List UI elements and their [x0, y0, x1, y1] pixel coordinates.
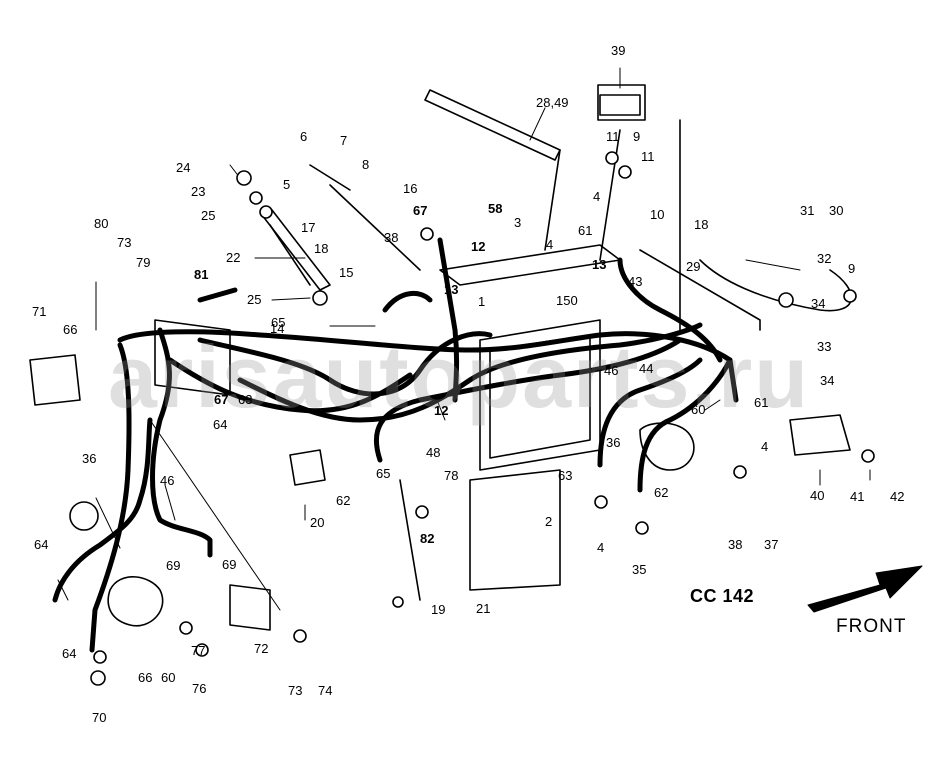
part-label: 62 [654, 485, 669, 500]
part-label: 9 [848, 261, 856, 276]
part-label: 36 [82, 451, 97, 466]
diagram-code-label: CC 142 [690, 586, 755, 606]
part-label: 16 [403, 181, 418, 196]
part-label: 38 [384, 230, 399, 245]
front-direction-label: FRONT [836, 616, 907, 637]
part-label: 4 [761, 439, 769, 454]
part-label: 67 [413, 203, 428, 218]
part-label: 65 [376, 466, 391, 481]
part-label: 12 [471, 239, 486, 254]
part-label: 64 [213, 417, 228, 432]
part-label: 23 [191, 184, 206, 199]
part-label: 25 [201, 208, 216, 223]
part-label: 43 [628, 274, 643, 289]
part-label: 30 [829, 203, 844, 218]
part-label: 11 [641, 149, 655, 164]
part-label: 61 [578, 223, 593, 238]
part-label: 73 [117, 235, 132, 250]
part-label: 81 [194, 267, 209, 282]
part-label: 62 [336, 493, 351, 508]
part-label: 17 [301, 220, 316, 235]
part-label: 6 [300, 129, 308, 144]
part-label: 78 [444, 468, 459, 483]
part-label: 41 [850, 489, 865, 504]
part-label: 40 [810, 488, 825, 503]
part-label: 12 [434, 403, 449, 418]
part-label: 15 [339, 265, 354, 280]
part-label: 13 [444, 282, 459, 297]
part-label: 5 [283, 177, 291, 192]
part-label: 34 [811, 296, 826, 311]
part-label: 77 [191, 643, 206, 658]
part-label: 29 [686, 259, 701, 274]
part-label: 36 [606, 435, 621, 450]
part-label: 10 [650, 207, 665, 222]
part-label: 25 [247, 292, 262, 307]
part-label: 35 [632, 562, 647, 577]
part-label: 24 [176, 160, 191, 175]
part-label: 46 [604, 363, 619, 378]
part-label: 8 [362, 157, 370, 172]
part-label: 19 [431, 602, 446, 617]
part-label: 13 [592, 257, 607, 272]
part-label: 21 [476, 601, 491, 616]
part-label: 72 [254, 641, 269, 656]
part-label: 44 [639, 361, 654, 376]
part-label: 79 [136, 255, 151, 270]
part-label: 69 [222, 557, 237, 572]
part-label: 18 [694, 217, 709, 232]
part-label: 7 [340, 133, 348, 148]
part-label: 2 [545, 514, 553, 529]
part-label: 76 [192, 681, 207, 696]
part-label: 31 [800, 203, 815, 218]
part-label: 60 [691, 402, 706, 417]
part-label: 69 [166, 558, 181, 573]
part-label: 20 [310, 515, 325, 530]
part-label: 58 [488, 201, 503, 216]
part-label: 3 [514, 215, 522, 230]
part-label: 64 [62, 646, 77, 661]
part-label: 33 [817, 339, 832, 354]
part-label: 65 [271, 315, 286, 330]
part-label: 48 [426, 445, 441, 460]
part-label: 9 [633, 129, 641, 144]
part-label: 37 [764, 537, 779, 552]
part-label: 32 [817, 251, 832, 266]
part-label: 80 [94, 216, 109, 231]
part-label: 34 [820, 373, 835, 388]
part-label: 82 [420, 531, 435, 546]
part-label: 4 [597, 540, 605, 555]
part-label: 11 [606, 129, 620, 144]
part-label: 18 [314, 241, 329, 256]
part-label: 61 [754, 395, 769, 410]
part-label: 1 [478, 294, 486, 309]
part-label: 4 [593, 189, 601, 204]
part-label: 150 [556, 293, 578, 308]
part-label: 74 [318, 683, 333, 698]
part-label: 67 [214, 392, 229, 407]
part-label: 28,49 [536, 95, 569, 110]
part-label: 63 [238, 392, 253, 407]
part-label: 60 [161, 670, 176, 685]
part-label: 66 [138, 670, 153, 685]
part-label: 66 [63, 322, 78, 337]
part-label: 64 [34, 537, 49, 552]
part-label: 14 [270, 321, 285, 336]
part-label: 42 [890, 489, 905, 504]
part-label: 46 [160, 473, 175, 488]
part-label: 38 [728, 537, 743, 552]
part-label: 70 [92, 710, 107, 725]
part-label: 22 [226, 250, 241, 265]
part-label: 63 [558, 468, 573, 483]
part-label: 4 [546, 237, 554, 252]
part-label: 39 [611, 43, 626, 58]
part-label: 71 [32, 304, 47, 319]
part-label: 73 [288, 683, 303, 698]
